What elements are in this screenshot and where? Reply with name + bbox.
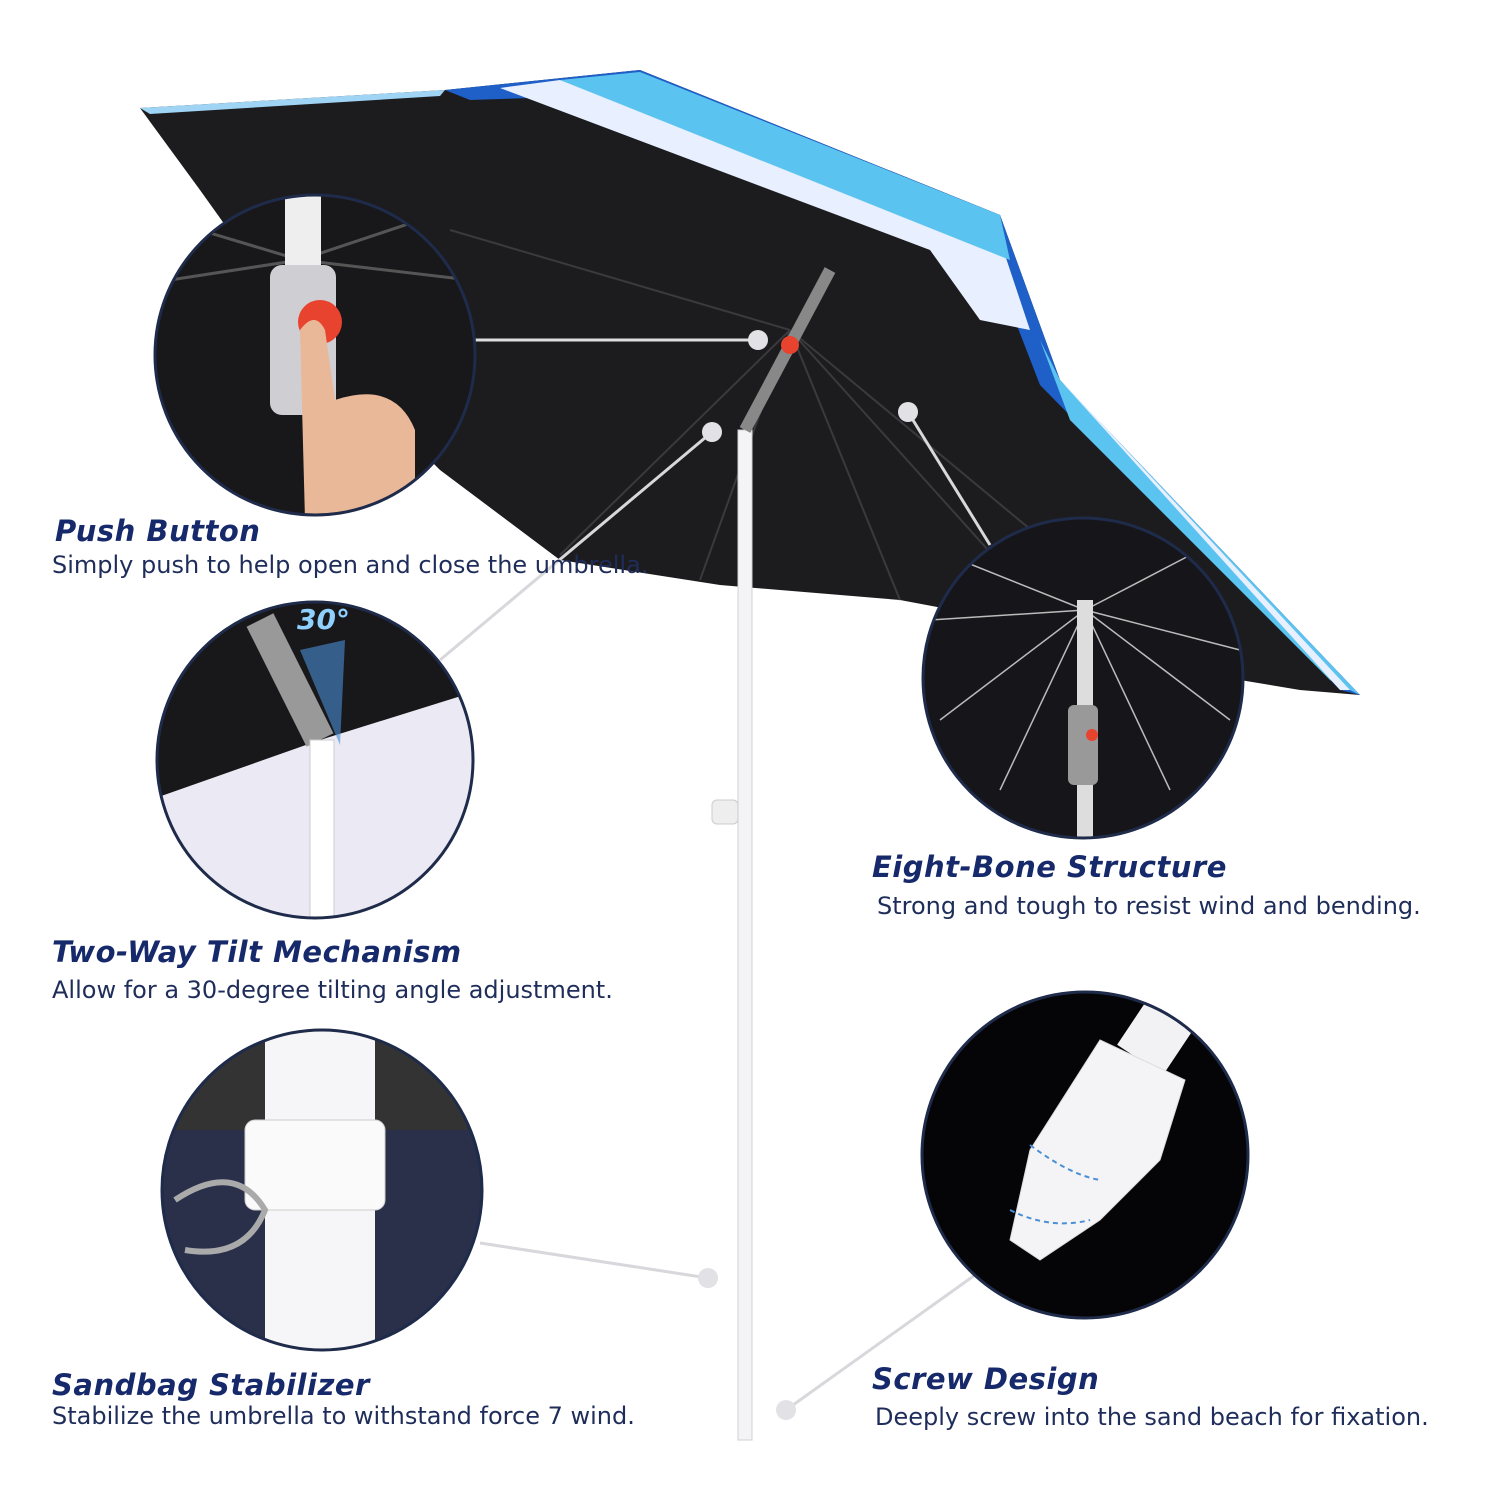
- sandbag-stabilizer-title: Sandbag Stabilizer: [52, 1368, 370, 1402]
- sandbag-detail-image: [162, 1030, 482, 1350]
- screw-design-title: Screw Design: [872, 1362, 1100, 1396]
- tilt-mechanism-title: Two-Way Tilt Mechanism: [52, 935, 462, 969]
- sandbag-stabilizer-description: Stabilize the umbrella to withstand forc…: [52, 1402, 635, 1430]
- umbrella-pole: [737, 429, 753, 1441]
- callout-lines: [439, 338, 992, 1412]
- screw-circle-border: [920, 990, 1250, 1320]
- tilt-knob: [711, 799, 739, 825]
- eight-bone-detail-image: [923, 518, 1243, 838]
- tilt-circle-border: [155, 600, 475, 920]
- push-button-title: Push Button: [55, 514, 261, 548]
- canopy-stripes: [140, 70, 1360, 695]
- tilt-detail-image: [157, 602, 473, 918]
- eight-bone-description: Strong and tough to resist wind and bend…: [877, 892, 1421, 920]
- sandbag-circle-border: [160, 1028, 484, 1352]
- callout-dots: [698, 330, 918, 1420]
- tilt-angle-label: 30°: [297, 603, 350, 636]
- push-button-description: Simply push to help open and close the u…: [52, 551, 649, 579]
- eight-bone-title: Eight-Bone Structure: [872, 850, 1227, 884]
- push-button-detail-image: [155, 195, 475, 515]
- screw-design-description: Deeply screw into the sand beach for fix…: [875, 1403, 1429, 1431]
- push-button-circle-border: [153, 193, 477, 517]
- tilt-mechanism-description: Allow for a 30-degree tilting angle adju…: [52, 976, 613, 1004]
- eight-bone-circle-border: [921, 516, 1245, 840]
